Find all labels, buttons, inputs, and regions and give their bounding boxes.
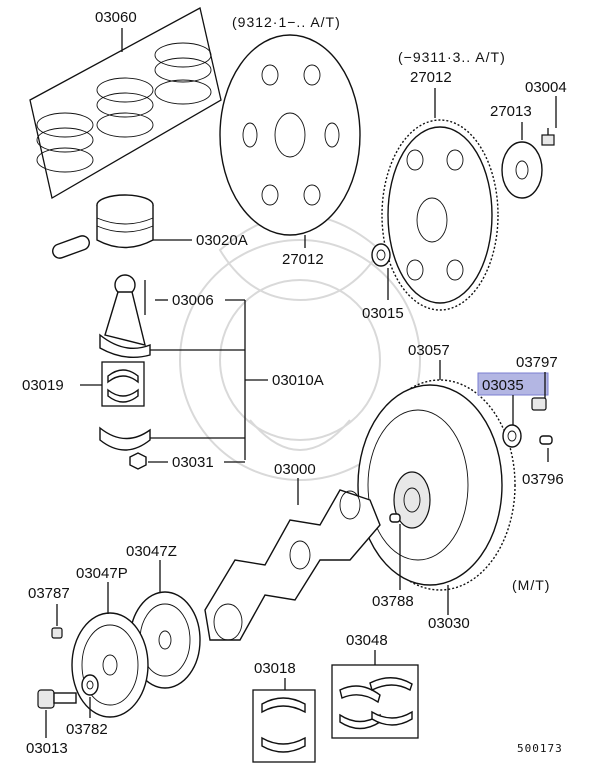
- pilot-bearing-illustration: [502, 424, 522, 448]
- dowel-03796-illustration: [539, 435, 553, 445]
- bushing-03015-illustration: [371, 243, 391, 267]
- label-03782[interactable]: 03782: [66, 721, 108, 738]
- bolt-03787-illustration: [51, 627, 63, 639]
- label-03013[interactable]: 03013: [26, 740, 68, 757]
- label-03031[interactable]: 03031: [172, 454, 214, 471]
- note-at-right: (−9311·3.. A/T): [398, 49, 506, 65]
- label-03030[interactable]: 03030: [428, 615, 470, 632]
- bolt-03004-illustration: [541, 128, 555, 146]
- pulley-03047p-illustration: [71, 612, 149, 718]
- label-03788[interactable]: 03788: [372, 593, 414, 610]
- label-03057[interactable]: 03057: [408, 342, 450, 359]
- rod-bearing-illustration: [101, 361, 145, 407]
- crankshaft-illustration: [204, 489, 381, 641]
- drive-plate-left-illustration: [219, 34, 361, 236]
- piston-rings-illustration: [29, 7, 222, 200]
- label-03020a[interactable]: 03020A: [196, 232, 248, 249]
- watermark-emblem: [179, 214, 421, 481]
- label-03787[interactable]: 03787: [28, 585, 70, 602]
- label-03796[interactable]: 03796: [522, 471, 564, 488]
- drive-plate-right-illustration: [381, 119, 499, 311]
- pin-03788-illustration: [389, 513, 401, 523]
- label-03006[interactable]: 03006: [172, 292, 214, 309]
- washer-03782-illustration: [81, 674, 99, 696]
- thrust-bearing-03048-illustration: [331, 664, 419, 739]
- label-03018[interactable]: 03018: [254, 660, 296, 677]
- reference-number: 500173: [517, 742, 563, 755]
- note-at-left: (9312·1−.. A/T): [232, 14, 341, 30]
- adapter-plate-illustration: [501, 141, 543, 199]
- rod-nut-illustration: [129, 452, 147, 470]
- label-03048[interactable]: 03048: [346, 632, 388, 649]
- label-03060[interactable]: 03060: [95, 9, 137, 26]
- connecting-rod-illustration: [99, 274, 151, 358]
- label-03015[interactable]: 03015: [362, 305, 404, 322]
- label-03047z[interactable]: 03047Z: [126, 543, 177, 560]
- note-mt: (M/T): [512, 577, 550, 593]
- bolt-03013-illustration: [37, 689, 77, 709]
- label-03047p[interactable]: 03047P: [76, 565, 128, 582]
- label-03004[interactable]: 03004: [525, 79, 567, 96]
- rod-cap-illustration: [99, 426, 151, 451]
- label-27012-left[interactable]: 27012: [282, 251, 324, 268]
- label-03010a[interactable]: 03010A: [272, 372, 324, 389]
- label-03019[interactable]: 03019: [22, 377, 64, 394]
- piston-illustration: [52, 194, 154, 259]
- bolt-03797-illustration: [531, 397, 547, 411]
- label-03000[interactable]: 03000: [274, 461, 316, 478]
- label-03035[interactable]: 03035: [482, 377, 524, 394]
- label-03797[interactable]: 03797: [516, 354, 558, 371]
- label-27013[interactable]: 27013: [490, 103, 532, 120]
- main-bearing-03018-illustration: [252, 689, 316, 763]
- flywheel-illustration: [357, 379, 516, 591]
- label-27012-right[interactable]: 27012: [410, 69, 452, 86]
